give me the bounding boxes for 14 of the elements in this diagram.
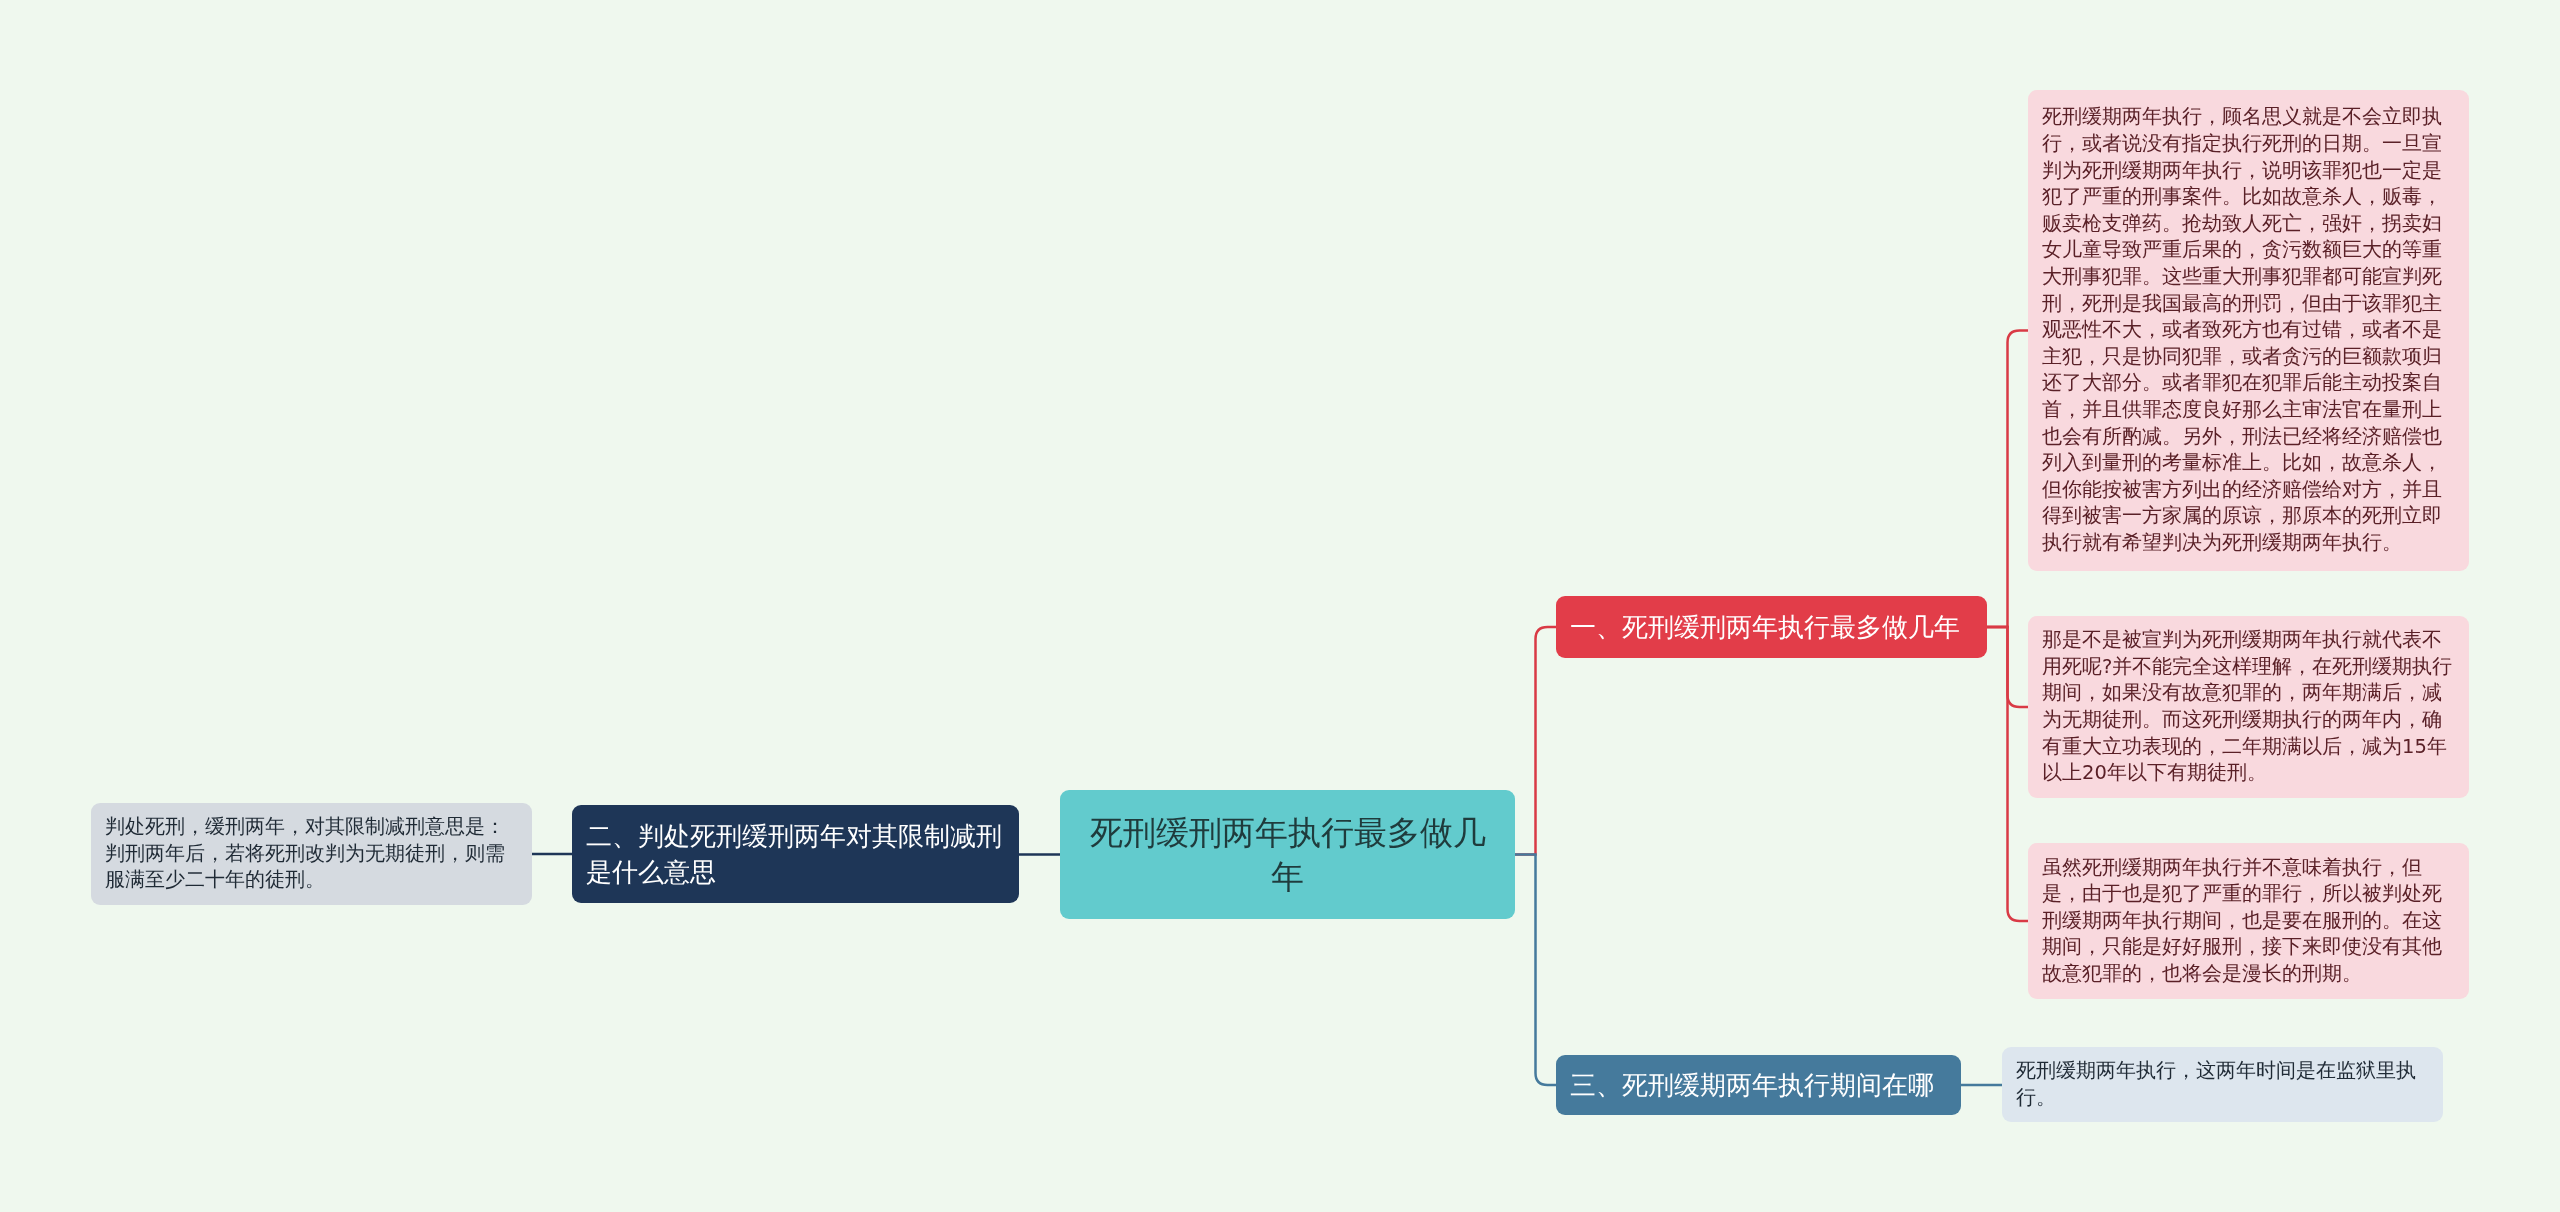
connector-line (1961, 1083, 2002, 1087)
note-box: 那是不是被宣判为死刑缓期两年执行就代表不用死呢?并不能完全这样理解，在死刑缓期执行期间，如果没有故意犯罪的，两年期满后，减为无期徒刑。而这死刑缓期执行的两年内，确有重大立功表现的，二年期满以后，减为15年以上20年以下有期徒刑。 (2028, 616, 2469, 798)
connector-line (1515, 853, 1556, 1087)
topic-box: 二、判处死刑缓刑两年对其限制减刑是什么意思 (572, 805, 1019, 903)
note-box: 死刑缓期两年执行，这两年时间是在监狱里执行。 (2002, 1047, 2443, 1122)
connector-line (532, 852, 572, 856)
topic-box: 三、死刑缓期两年执行期间在哪 (1556, 1055, 1961, 1115)
topic-box: 一、死刑缓刑两年执行最多做几年 (1556, 596, 1987, 658)
note-box: 判处死刑，缓刑两年，对其限制减刑意思是：判刑两年后，若将死刑改判为无期徒刑，则需服满至少二十年的徒刑。 (91, 803, 532, 905)
connector-line (1019, 853, 1060, 856)
note-box: 死刑缓期两年执行，顾名思义就是不会立即执行，或者说没有指定执行死刑的日期。一旦宣判为死刑缓期两年执行，说明该罪犯也一定是犯了严重的刑事案件。比如故意杀人，贩毒，贩卖枪支弹药。抢劫致人死亡，强奸，拐卖妇女儿童导致严重后果的，贪污数额巨大的等重大刑事犯罪。这些重大刑事犯罪都可能宣判死刑，死刑是我国最高的刑罚，但由于该罪犯主观恶性不大，或者致死方也有过错，或者不是主犯，只是协同犯罪，或者贪污的巨额款项归还了大部分。或者罪犯在犯罪后能主动投案自首，并且供罪态度良好那么主审法官在量刑上也会有所酌减。另外，刑法已经将经济赔偿也列入到量刑的考量标准上。比如，故意杀人，但你能按被害方列出的经济赔偿给对方，并且得到被害一方家属的原谅，那原本的死刑立即执行就有希望判决为死刑缓期两年执行。 (2028, 90, 2469, 571)
central-topic-box: 死刑缓刑两年执行最多做几年 (1060, 790, 1515, 919)
note-box: 虽然死刑缓期两年执行并不意味着执行，但是，由于也是犯了严重的罪行，所以被判处死刑缓期两年执行期间，也是要在服刑的。在这期间，只能是好好服刑，接下来即使没有其他故意犯罪的，也将会是漫长的刑期。 (2028, 843, 2469, 999)
connector-line (1987, 625, 2028, 923)
